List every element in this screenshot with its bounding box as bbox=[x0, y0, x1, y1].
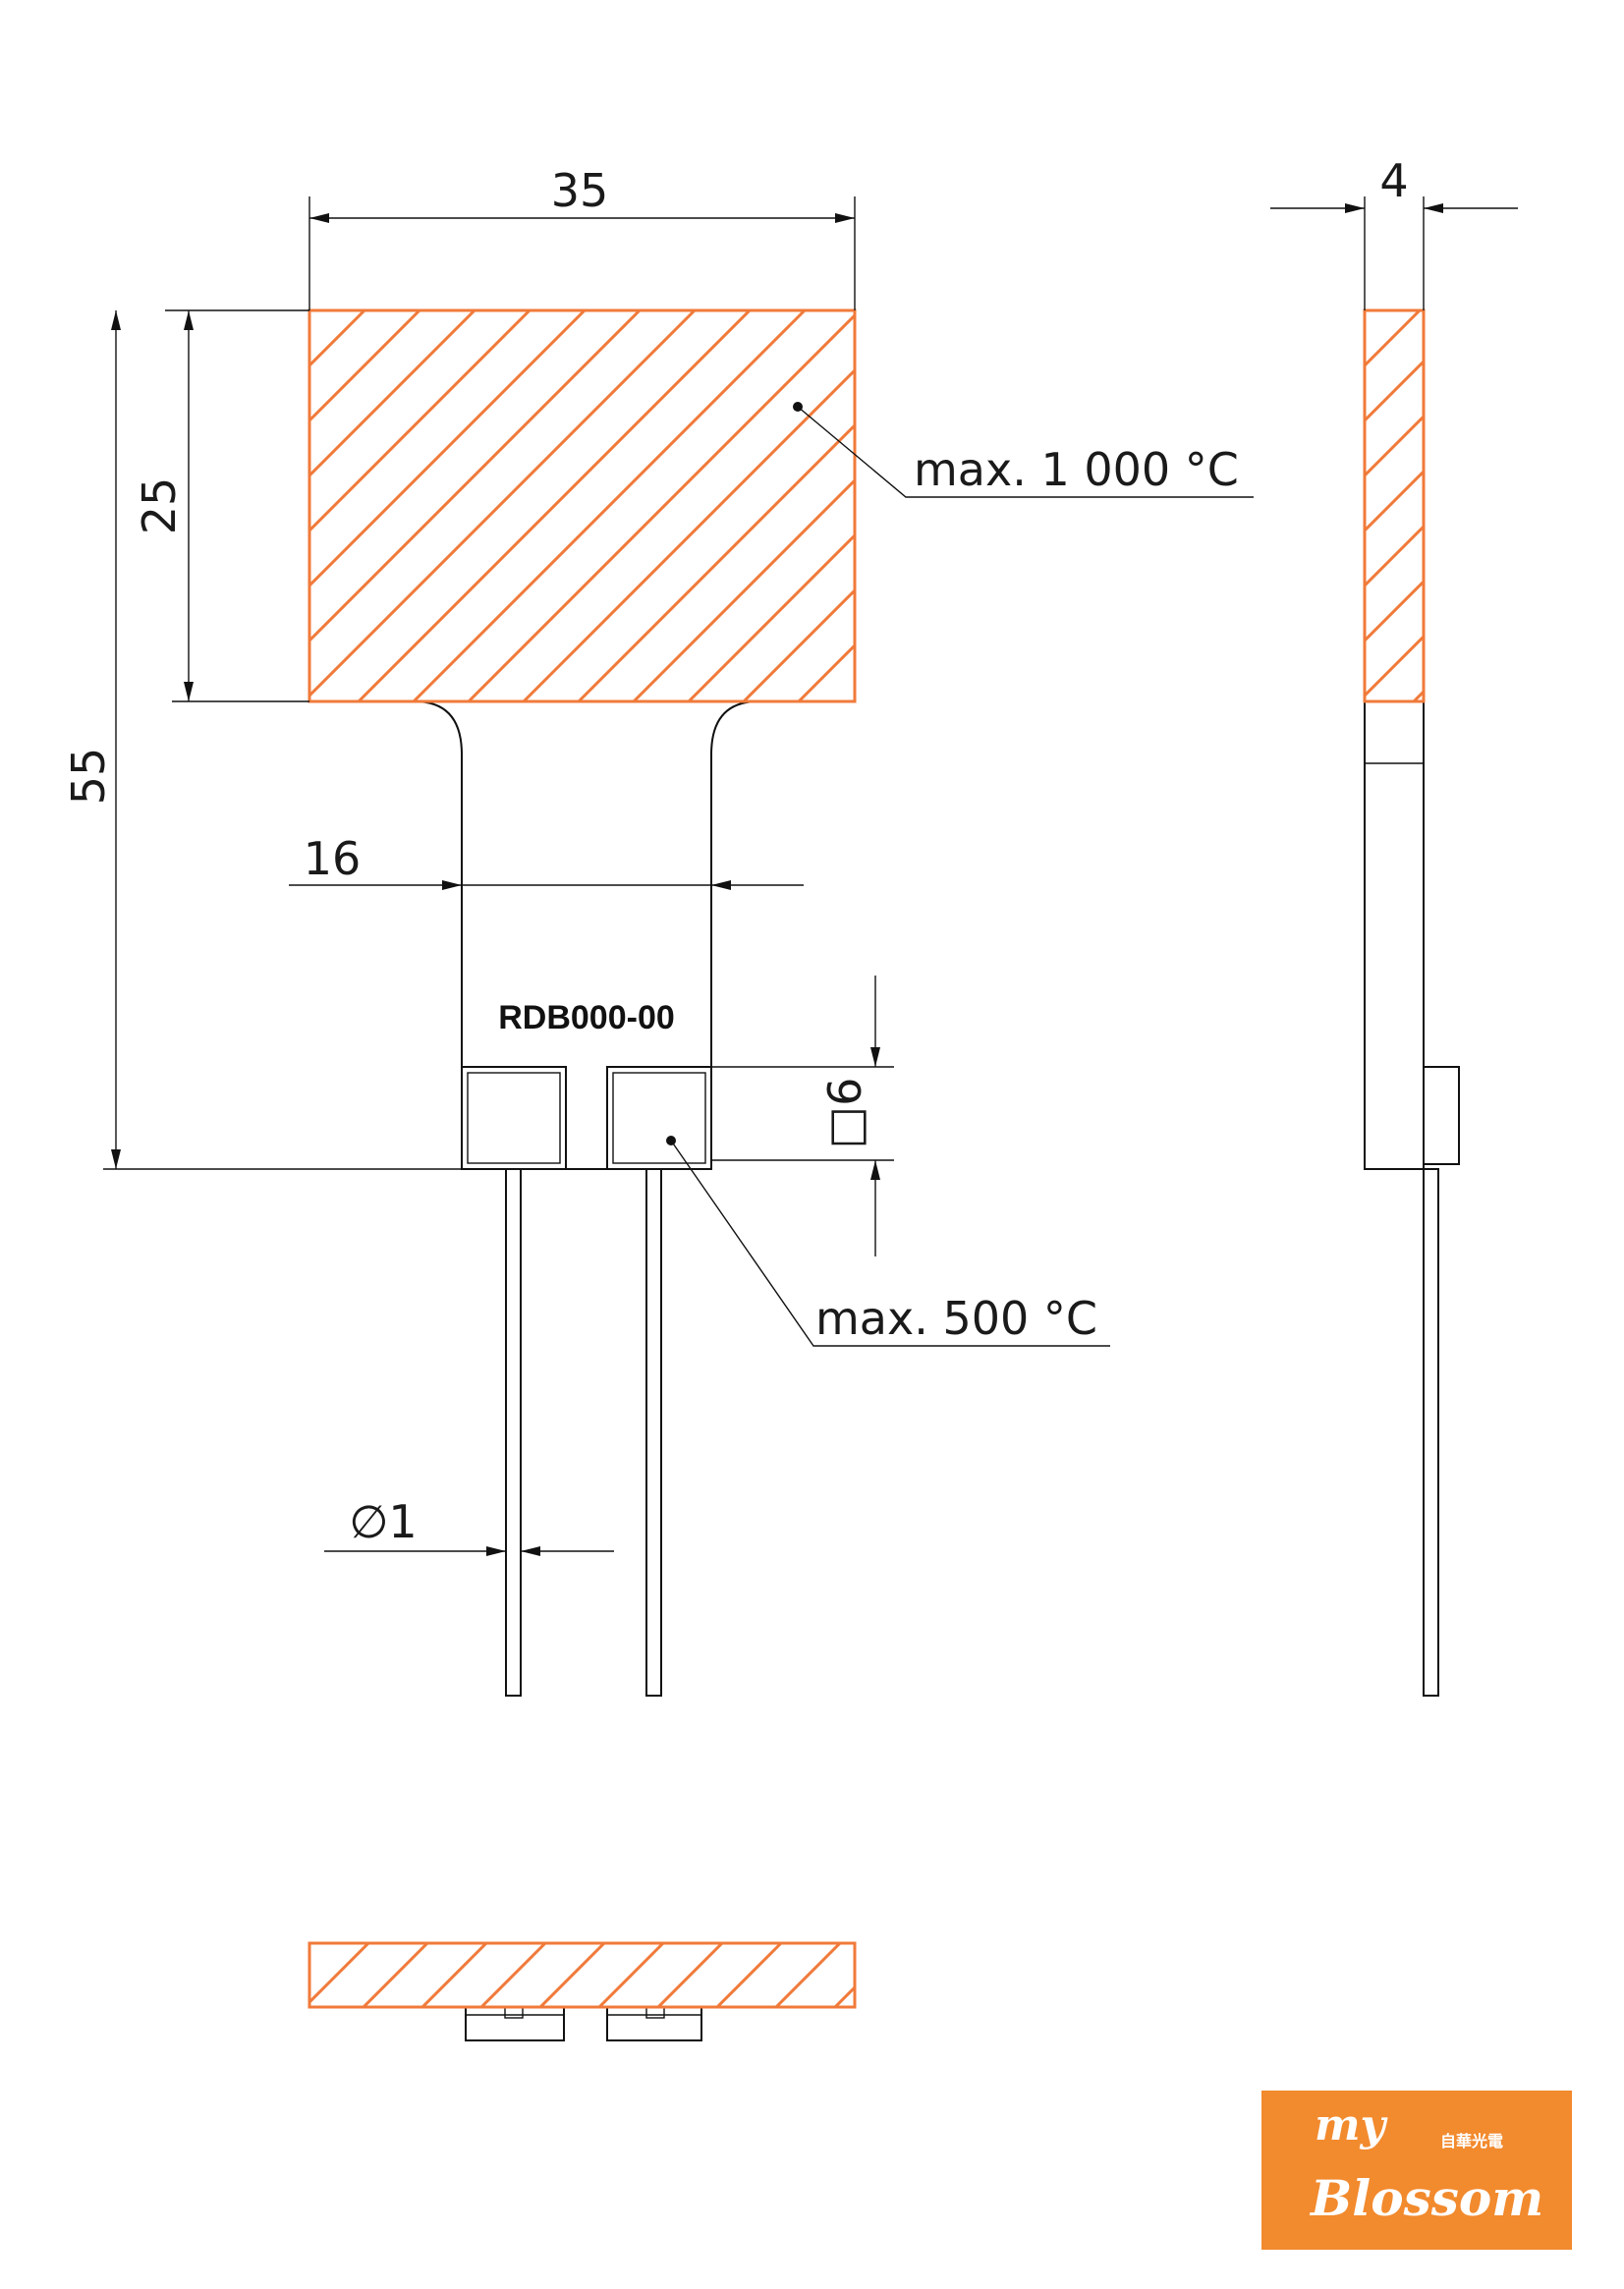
brand-logo: my 自華光電 Blossom bbox=[1261, 2091, 1572, 2250]
side-hot-plate bbox=[1363, 308, 1624, 703]
hatch-line bbox=[309, 310, 476, 478]
hatch-line bbox=[1239, 310, 1624, 701]
hatch-line bbox=[833, 1984, 855, 2007]
hatch-line bbox=[1365, 524, 1424, 588]
hatch-line bbox=[357, 310, 752, 701]
heater-neck-outline bbox=[414, 700, 759, 1170]
hatch-line bbox=[797, 642, 855, 701]
logo-text-blossom: Blossom bbox=[1311, 2169, 1544, 2227]
part-number: RDB000-00 bbox=[498, 999, 675, 1036]
side-pad bbox=[1423, 1066, 1460, 1165]
contact-pad-left bbox=[461, 1066, 567, 1170]
bottom-pad-right bbox=[606, 2006, 702, 2041]
logo-text-my: my bbox=[1315, 2100, 1386, 2150]
dim-height-total: 55 bbox=[62, 748, 115, 806]
pin-left bbox=[505, 1168, 522, 1697]
pin-right bbox=[645, 1168, 662, 1697]
hatch-line bbox=[479, 1943, 547, 2007]
hatch-line bbox=[522, 367, 855, 701]
hatch-line bbox=[742, 587, 855, 701]
hatch-line bbox=[894, 1943, 958, 2007]
dim-thickness-side: 4 bbox=[1379, 154, 1408, 207]
hatch-line bbox=[1365, 414, 1424, 478]
dim-pad-size: □6 bbox=[818, 1078, 871, 1149]
hatch-line bbox=[1524, 310, 1624, 701]
bottom-pad-right-pin bbox=[645, 2006, 665, 2019]
hatch-line bbox=[1365, 310, 1422, 368]
hatch-line bbox=[309, 310, 642, 643]
hatch-line bbox=[964, 310, 1355, 701]
hatch-line bbox=[309, 310, 532, 533]
hatch-line bbox=[420, 1943, 488, 2007]
hatch-line bbox=[538, 1943, 606, 2007]
bottom-pad-left-pin bbox=[504, 2006, 524, 2019]
hatch-line bbox=[309, 310, 697, 698]
hatch-line bbox=[1365, 310, 1367, 313]
hatch-line bbox=[1365, 359, 1424, 423]
bottom-pad-left bbox=[465, 2006, 565, 2041]
hatch-line bbox=[597, 1943, 665, 2007]
note-plate-max-temp: max. 1 000 °C bbox=[914, 443, 1239, 496]
hatch-line bbox=[362, 1943, 429, 2007]
side-body bbox=[1364, 700, 1425, 1170]
side-pin bbox=[1423, 1168, 1439, 1697]
hatch-line bbox=[1365, 579, 1424, 643]
hatch-line bbox=[577, 422, 855, 701]
hatch-line bbox=[1412, 689, 1424, 701]
side-view: 4 bbox=[1270, 154, 1624, 1697]
hatch-line bbox=[1129, 310, 1520, 701]
bottom-hot-plate bbox=[308, 1941, 958, 2009]
dim-pin-diameter: ∅1 bbox=[349, 1495, 417, 1548]
note-pad-max-temp: max. 500 °C bbox=[815, 1292, 1097, 1345]
dim-width-top: 35 bbox=[551, 164, 609, 217]
hatch-line bbox=[687, 532, 855, 701]
contact-pad-right bbox=[606, 1066, 712, 1170]
hatch-line bbox=[715, 1943, 783, 2007]
hatch-line bbox=[632, 477, 855, 701]
hatch-line bbox=[309, 1943, 311, 1946]
hatch-line bbox=[1365, 469, 1424, 533]
hatch-line bbox=[467, 312, 855, 701]
hatch-line bbox=[309, 1943, 370, 2005]
hatch-line bbox=[309, 310, 421, 423]
hatch-line bbox=[852, 698, 855, 701]
hatch-line bbox=[656, 1943, 724, 2007]
hatch-line bbox=[1019, 310, 1410, 701]
hatch-line bbox=[1469, 310, 1624, 701]
logo-text-chinese: 自華光電 bbox=[1440, 2132, 1504, 2150]
contact-pad-right-inner bbox=[612, 1072, 706, 1164]
hatch-line bbox=[309, 310, 587, 588]
dim-neck-width: 16 bbox=[304, 832, 362, 885]
hot-plate bbox=[308, 308, 1624, 703]
bottom-view bbox=[308, 1941, 958, 2041]
dim-height-plate: 25 bbox=[133, 477, 186, 535]
hatch-line bbox=[1579, 310, 1624, 701]
hatch-line bbox=[909, 310, 1300, 701]
hatch-line bbox=[774, 1943, 842, 2007]
front-view: RDB000-00 35 25 55 16 □6 ∅1 max. 1 bbox=[62, 164, 1624, 1697]
contact-pad-left-inner bbox=[467, 1072, 561, 1164]
hatch-line bbox=[412, 310, 807, 701]
